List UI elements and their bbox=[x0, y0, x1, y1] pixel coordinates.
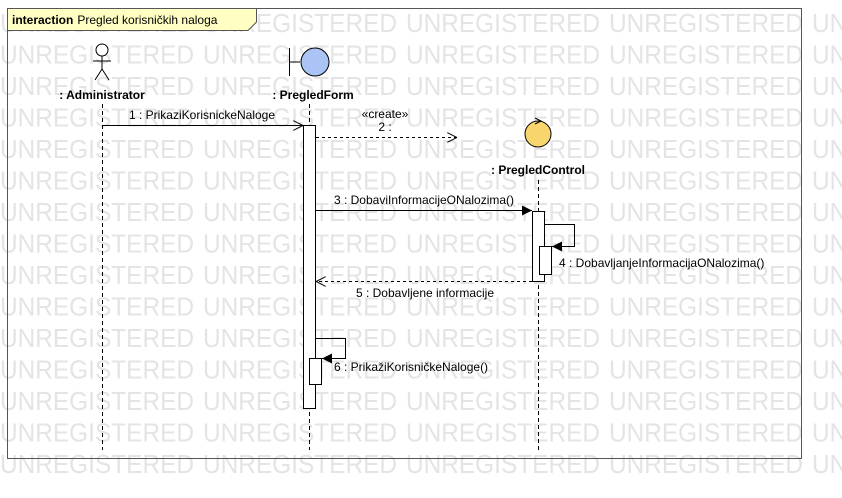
watermark-text: UNREGISTERED bbox=[812, 386, 842, 416]
watermark-text: UNREGISTERED bbox=[406, 134, 600, 164]
message-1-label: 1 : PrikaziKorisnickeNaloge bbox=[129, 108, 275, 122]
watermark-text: UNREGISTERED bbox=[406, 8, 600, 38]
watermark-text: UNREGISTERED bbox=[812, 166, 842, 196]
watermark-text: UNREGISTERED bbox=[609, 134, 803, 164]
frame-name: Pregled korisničkih naloga bbox=[77, 13, 217, 27]
message-6-arrow bbox=[316, 338, 346, 364]
control-icon bbox=[524, 117, 552, 148]
watermark-text: UNREGISTERED bbox=[0, 229, 194, 259]
watermark-text: UNREGISTERED bbox=[203, 449, 397, 479]
message-3-label: 3 : DobaviInformacijeONalozima() bbox=[334, 193, 514, 207]
watermark-text: UNREGISTERED bbox=[203, 166, 397, 196]
watermark-text: UNREGISTERED bbox=[203, 229, 397, 259]
watermark-text: UNREGISTERED bbox=[0, 386, 194, 416]
lifeline-administrator-label: : Administrator bbox=[59, 88, 145, 102]
watermark-text: UNREGISTERED bbox=[203, 323, 397, 353]
watermark-text: UNREGISTERED bbox=[203, 418, 397, 448]
watermark-text: UNREGISTERED bbox=[812, 103, 842, 133]
watermark-text: UNREGISTERED bbox=[0, 355, 194, 385]
watermark-text: UNREGISTERED bbox=[0, 103, 194, 133]
watermark-text: UNREGISTERED bbox=[0, 260, 194, 290]
watermark-text: UNREGISTERED bbox=[812, 355, 842, 385]
watermark-text: UNREGISTERED bbox=[0, 166, 194, 196]
watermark-text: UNREGISTERED bbox=[406, 292, 600, 322]
interaction-frame bbox=[7, 8, 802, 459]
watermark-text: UNREGISTERED bbox=[609, 40, 803, 70]
watermark-text: UNREGISTERED bbox=[203, 40, 397, 70]
lifeline-pregledform-label: : PregledForm bbox=[272, 88, 353, 102]
watermark-text: UNREGISTERED bbox=[812, 229, 842, 259]
watermark-text: UNREGISTERED bbox=[406, 355, 600, 385]
message-2-stereotype: «create» bbox=[362, 107, 409, 121]
boundary-icon bbox=[289, 47, 330, 77]
watermark-text: UNREGISTERED bbox=[203, 386, 397, 416]
watermark-text: UNREGISTERED bbox=[406, 323, 600, 353]
watermark-text: UNREGISTERED bbox=[406, 40, 600, 70]
watermark-text: UNREGISTERED bbox=[406, 103, 600, 133]
watermark-text: UNREGISTERED bbox=[0, 197, 194, 227]
watermark-text: UNREGISTERED bbox=[609, 292, 803, 322]
watermark-text: UNREGISTERED bbox=[406, 197, 600, 227]
watermark-text: UNREGISTERED bbox=[812, 292, 842, 322]
watermark-text: UNREGISTERED bbox=[609, 8, 803, 38]
watermark-text: UNREGISTERED bbox=[812, 260, 842, 290]
watermark-text: UNREGISTERED bbox=[0, 40, 194, 70]
watermark-text: UNREGISTERED bbox=[609, 449, 803, 479]
watermark-text: UNREGISTERED bbox=[812, 197, 842, 227]
frame-keyword: interaction bbox=[12, 13, 73, 27]
watermark-text: UNREGISTERED bbox=[0, 292, 194, 322]
watermark-text: UNREGISTERED bbox=[812, 40, 842, 70]
message-2-label: 2 : bbox=[378, 120, 391, 134]
watermark-text: UNREGISTERED bbox=[812, 8, 842, 38]
message-5-label: 5 : Dobavljene informacije bbox=[356, 286, 494, 300]
watermark-text: UNREGISTERED bbox=[406, 260, 600, 290]
watermark-text: UNREGISTERED bbox=[203, 260, 397, 290]
watermark-text: UNREGISTERED bbox=[0, 134, 194, 164]
watermark-text: UNREGISTERED bbox=[406, 229, 600, 259]
watermark-text: UNREGISTERED bbox=[812, 418, 842, 448]
watermark-text: UNREGISTERED bbox=[609, 323, 803, 353]
watermark-text: UNREGISTERED bbox=[406, 449, 600, 479]
watermark-text: UNREGISTERED bbox=[609, 197, 803, 227]
watermark-text: UNREGISTERED bbox=[609, 355, 803, 385]
activation-pregledform bbox=[303, 125, 316, 409]
watermark-text: UNREGISTERED bbox=[812, 71, 842, 101]
watermark-text: UNREGISTERED bbox=[609, 386, 803, 416]
watermark-text: UNREGISTERED bbox=[609, 260, 803, 290]
watermark-text: UNREGISTERED bbox=[609, 166, 803, 196]
message-4-arrow bbox=[545, 224, 575, 252]
message-4-label: 4 : DobavljanjeInformacijaONalozima() bbox=[559, 256, 764, 270]
watermark-text: UNREGISTERED bbox=[0, 323, 194, 353]
watermark-text: UNREGISTERED bbox=[812, 323, 842, 353]
watermark-text: UNREGISTERED bbox=[406, 418, 600, 448]
watermark-text: UNREGISTERED bbox=[0, 418, 194, 448]
watermark-text: UNREGISTERED bbox=[203, 71, 397, 101]
frame-title: interaction Pregled korisničkih naloga bbox=[12, 13, 218, 27]
watermark-text: UNREGISTERED bbox=[406, 166, 600, 196]
watermark-text: UNREGISTERED bbox=[609, 71, 803, 101]
activation-pregledform-self bbox=[309, 358, 322, 385]
watermark-text: UNREGISTERED bbox=[609, 229, 803, 259]
watermark-text: UNREGISTERED bbox=[203, 197, 397, 227]
watermark-text: UNREGISTERED bbox=[203, 134, 397, 164]
lifeline-pregledcontrol-label: : PregledControl bbox=[491, 163, 585, 177]
message-6-label: 6 : PrikažiKorisničkeNaloge() bbox=[334, 360, 488, 374]
watermark-text: UNREGISTERED bbox=[203, 355, 397, 385]
watermark: UNREGISTEREDUNREGISTEREDUNREGISTEREDUNRE… bbox=[0, 8, 842, 479]
actor-icon bbox=[93, 43, 111, 81]
watermark-text: UNREGISTERED bbox=[406, 386, 600, 416]
watermark-text: UNREGISTERED bbox=[0, 449, 194, 479]
watermark-text: UNREGISTERED bbox=[609, 418, 803, 448]
activation-pregledcontrol-self bbox=[539, 246, 552, 275]
frame-tab bbox=[7, 8, 257, 31]
watermark-text: UNREGISTERED bbox=[609, 103, 803, 133]
watermark-text: UNREGISTERED bbox=[203, 292, 397, 322]
watermark-text: UNREGISTERED bbox=[812, 134, 842, 164]
watermark-text: UNREGISTERED bbox=[812, 449, 842, 479]
watermark-text: UNREGISTERED bbox=[406, 71, 600, 101]
